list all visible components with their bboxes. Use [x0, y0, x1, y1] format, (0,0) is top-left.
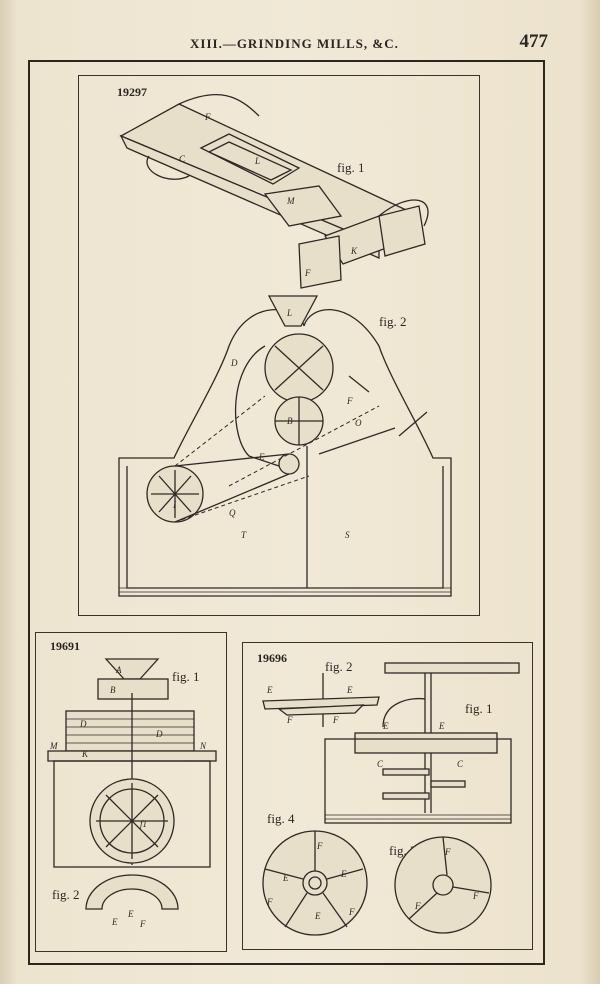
fig1-label: fig. 1 [172, 669, 200, 684]
svg-text:E: E [382, 721, 389, 731]
svg-text:F: F [348, 907, 355, 917]
svg-text:D: D [155, 729, 163, 739]
running-title: XIII.—GRINDING MILLS, &C. [190, 36, 399, 51]
svg-text:K: K [81, 749, 89, 759]
fig1-part-letters: E E C C [377, 721, 464, 769]
svg-text:f1: f1 [140, 819, 147, 829]
fig2-label: fig. 2 [325, 659, 353, 674]
fig2-part-letters: E E F F [266, 685, 353, 725]
fig1-label: fig. 1 [465, 701, 493, 716]
svg-text:Q: Q [229, 508, 236, 518]
svg-text:S: S [345, 530, 350, 540]
fig4-label: fig. 4 [267, 811, 295, 826]
svg-text:F: F [266, 897, 273, 907]
svg-text:E: E [438, 721, 445, 731]
svg-text:E: E [127, 909, 134, 919]
fig3-part-letters: F F F [414, 847, 479, 911]
svg-text:F: F [304, 268, 311, 278]
svg-text:E: E [111, 917, 118, 927]
fig2-part-letters: E F E [111, 909, 146, 929]
svg-text:E: E [314, 911, 321, 921]
patent-number: 19696 [257, 651, 287, 665]
svg-text:B: B [110, 685, 116, 695]
panel-patent-19691: 19691 fig. 1 fig. 2 [35, 632, 227, 952]
svg-text:E: E [282, 873, 289, 883]
hopper-trough-drawing: F C L M K F [118, 94, 452, 597]
svg-text:B: B [287, 416, 293, 426]
engraving-plate: 19297 fig. 1 fig. 2 F C L M K [28, 60, 545, 965]
svg-text:D: D [79, 719, 87, 729]
svg-text:N: N [199, 741, 207, 751]
svg-text:F: F [414, 901, 421, 911]
svg-text:F: F [346, 396, 353, 406]
fig1-label: fig. 1 [337, 160, 365, 175]
patent-number: 19297 [117, 85, 147, 99]
fig4-part-letters: F E E F E F [266, 841, 355, 921]
svg-text:F: F [444, 847, 451, 857]
svg-text:E: E [346, 685, 353, 695]
panel-patent-19696: 19696 fig. 2 fig. 1 fig. 4 fig. 3 [242, 642, 533, 950]
svg-text:M: M [286, 196, 295, 206]
svg-text:D: D [230, 358, 238, 368]
svg-text:K: K [350, 246, 358, 256]
page-number: 477 [519, 31, 549, 52]
svg-text:I: I [172, 500, 177, 510]
svg-text:F: F [204, 112, 211, 122]
patent-number: 19691 [50, 639, 80, 653]
svg-text:M: M [49, 741, 58, 751]
fig1-part-letters: A B D M N K D f1 [49, 665, 207, 829]
rotary-grinder-drawing: E E F F E E C C F E E F E F [262, 662, 520, 936]
svg-text:F: F [332, 715, 339, 725]
svg-text:C: C [457, 759, 464, 769]
fig1-part-letters: F C L M K F [179, 112, 358, 278]
svg-text:F: F [316, 841, 323, 851]
svg-text:O: O [355, 418, 362, 428]
panel-patent-19297: 19297 fig. 1 fig. 2 F C L M K [78, 75, 480, 616]
svg-text:F: F [139, 919, 146, 929]
svg-text:T: T [241, 530, 247, 540]
svg-text:C: C [179, 154, 186, 164]
svg-text:L: L [254, 156, 260, 166]
svg-text:L: L [286, 308, 292, 318]
svg-text:E: E [266, 685, 273, 695]
fig2-label: fig. 2 [379, 314, 407, 329]
svg-text:F: F [472, 891, 479, 901]
fig2-part-letters: L D F B O E I Q T S [172, 308, 362, 540]
millstone-drawing: A B D M N K D f1 E F E [47, 658, 217, 929]
svg-text:C: C [377, 759, 384, 769]
svg-text:E: E [340, 869, 347, 879]
svg-text:F: F [286, 715, 293, 725]
fig2-label: fig. 2 [52, 887, 80, 902]
svg-text:A: A [115, 665, 122, 675]
svg-text:E: E [258, 452, 265, 462]
